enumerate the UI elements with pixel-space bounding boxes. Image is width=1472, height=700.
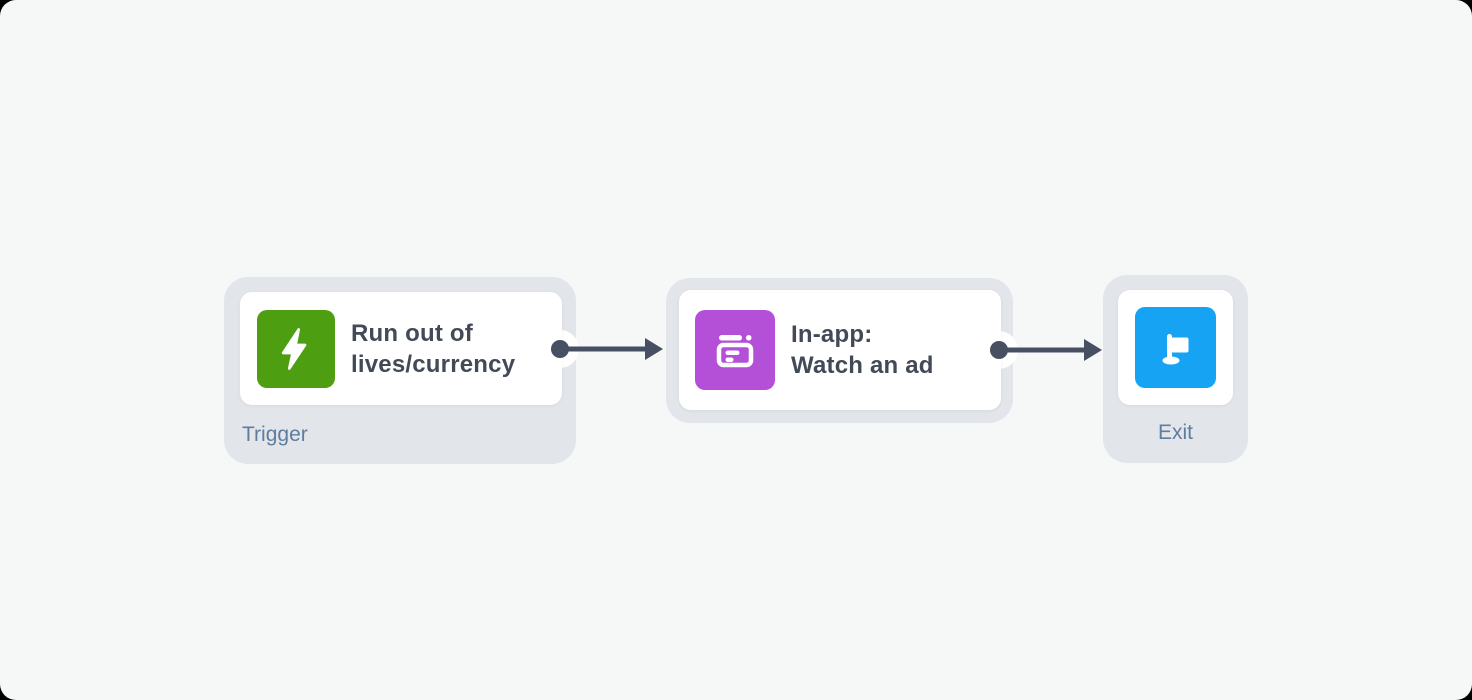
trigger-title: Run out of lives/currency — [351, 318, 515, 380]
in-app-title-line2: Watch an ad — [791, 352, 934, 379]
flow-node-exit[interactable]: Exit — [1103, 275, 1248, 463]
connector-arrow-1 — [551, 338, 663, 360]
trigger-title-line2: lives/currency — [351, 350, 516, 378]
exit-type-label: Exit — [1157, 421, 1193, 444]
in-app-card[interactable]: In-app: Watch an ad — [679, 290, 1001, 410]
lightning-bolt-icon — [257, 309, 335, 388]
flow-node-trigger[interactable]: Run out of lives/currency Trigger — [224, 277, 579, 464]
in-app-message-icon — [695, 310, 775, 390]
connector-arrow-2 — [990, 339, 1102, 361]
trigger-type-label: Trigger — [242, 423, 308, 446]
in-app-title: In-app: Watch an ad — [791, 319, 934, 381]
trigger-title-line1: Run out of — [351, 319, 473, 347]
in-app-title-line1: In-app: — [791, 321, 873, 348]
trigger-card[interactable]: Run out of lives/currency — [240, 292, 562, 405]
flow-node-in-app-message[interactable]: In-app: Watch an ad — [666, 278, 1018, 423]
exit-card[interactable] — [1118, 290, 1233, 405]
flag-icon — [1135, 307, 1216, 388]
